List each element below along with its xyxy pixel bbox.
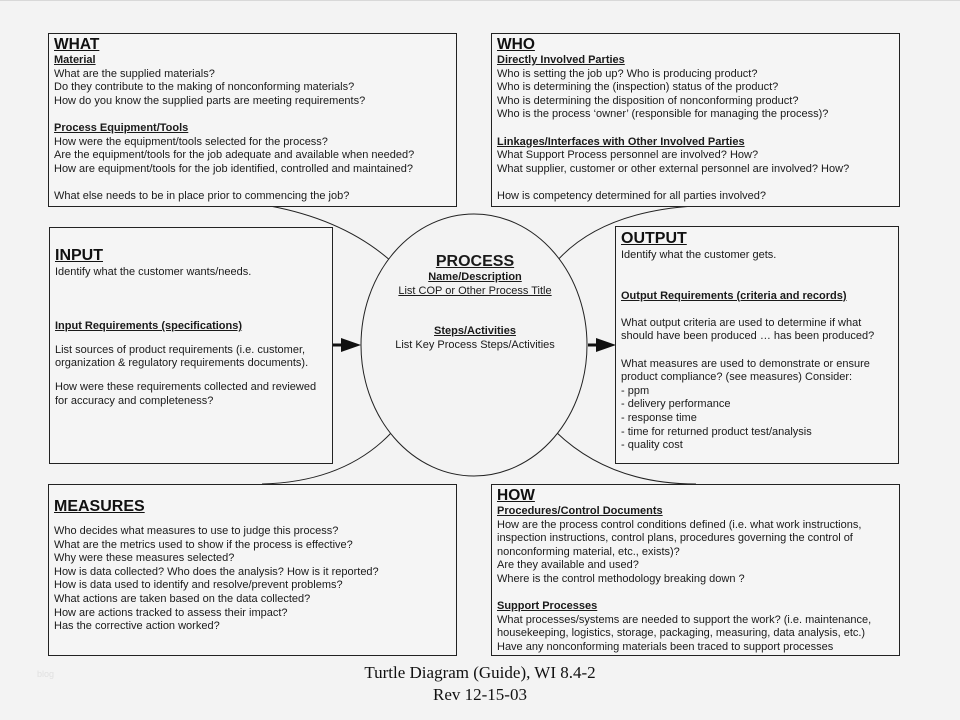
- who-line: Who is setting the job up? Who is produc…: [497, 67, 758, 80]
- how-line: Have any nonconforming materials been tr…: [497, 640, 834, 653]
- input-arrow-icon: [331, 338, 361, 352]
- what-line: How were the equipment/tools selected fo…: [54, 135, 328, 148]
- connector-process-measures: [261, 431, 393, 485]
- how-box: HOW Procedures/Control Documents How are…: [491, 484, 900, 656]
- process-center: PROCESS Name/Description List COP or Oth…: [362, 213, 588, 476]
- measures-line: Who decides what measures to use to judg…: [54, 525, 339, 537]
- input-requirements-heading: Input Requirements (specifications): [55, 320, 243, 333]
- output-bullet: - quality cost: [621, 439, 683, 452]
- process-steps-text: List Key Process Steps/Activities: [395, 338, 555, 351]
- measures-line: How is data used to identify and resolve…: [54, 579, 343, 592]
- measures-line: Has the corrective action worked?: [54, 620, 220, 633]
- input-intro: Identify what the customer wants/needs.: [55, 266, 252, 278]
- output-paragraph: What output criteria are used to determi…: [621, 316, 875, 343]
- connector-who-process: [555, 205, 695, 263]
- process-steps-heading: Steps/Activities: [434, 325, 516, 337]
- who-line: Who is determining the disposition of no…: [497, 94, 799, 107]
- who-line: What supplier, customer or other externa…: [497, 162, 850, 175]
- input-paragraph: List sources of product requirements (i.…: [55, 343, 309, 370]
- output-bullet: - response time: [621, 411, 697, 424]
- connector-what-process: [269, 205, 393, 263]
- how-line: housekeeping, logistics, storage, packag…: [497, 627, 866, 640]
- output-paragraph: What measures are used to demonstrate or…: [621, 357, 870, 384]
- output-bullet: - delivery performance: [621, 398, 731, 411]
- who-closing: How is competency determined for all par…: [497, 189, 767, 202]
- measures-line: How are actions tracked to assess their …: [54, 606, 288, 619]
- output-title: OUTPUT: [621, 230, 687, 247]
- measures-line: Why were these measures selected?: [54, 552, 235, 565]
- what-line: Do they contribute to the making of nonc…: [54, 81, 355, 94]
- what-line: What are the supplied materials?: [54, 67, 215, 80]
- how-procedures-heading: Procedures/Control Documents: [497, 505, 663, 517]
- caption-title: Turtle Diagram (Guide), WI 8.4-2: [364, 663, 596, 682]
- measures-line: How is data collected? Who does the anal…: [54, 565, 379, 578]
- who-line: Who is the process ‘owner’ (responsible …: [497, 108, 829, 121]
- what-material-heading: Material: [54, 54, 96, 66]
- measures-title: MEASURES: [54, 498, 145, 515]
- how-line: How are the process control conditions d…: [497, 518, 862, 531]
- how-line: Are they available and used?: [497, 559, 639, 572]
- process-title: PROCESS: [435, 253, 515, 270]
- input-box: INPUT Identify what the customer wants/n…: [49, 227, 333, 464]
- who-title: WHO: [497, 36, 535, 53]
- process-name-heading: Name/Description: [428, 271, 522, 283]
- how-title: HOW: [497, 487, 535, 504]
- how-line: nonconforming material, etc., exists)?: [497, 545, 680, 558]
- output-box: OUTPUT Identify what the customer gets. …: [615, 226, 899, 464]
- watermark-text: blog: [37, 669, 55, 679]
- input-paragraph: How were these requirements collected an…: [55, 380, 317, 407]
- what-line: How are equipment/tools for the job iden…: [54, 162, 413, 175]
- what-line: Are the equipment/tools for the job adeq…: [54, 149, 415, 162]
- who-line: Who is determining the (inspection) stat…: [497, 81, 779, 94]
- measures-line: What actions are taken based on the data…: [54, 592, 311, 605]
- how-line: inspection instructions, control plans, …: [497, 532, 853, 545]
- output-bullet: - time for returned product test/analysi…: [621, 425, 812, 438]
- output-arrow-icon: [588, 338, 616, 352]
- what-title: WHAT: [54, 36, 100, 53]
- caption-revision: Rev 12-15-03: [433, 685, 527, 704]
- input-title: INPUT: [55, 247, 103, 264]
- output-intro: Identify what the customer gets.: [621, 249, 777, 261]
- output-bullet: - ppm: [621, 384, 650, 397]
- measures-box: MEASURES Who decides what measures to us…: [48, 484, 457, 656]
- top-border-line: [0, 0, 960, 1]
- connector-process-how: [555, 431, 697, 485]
- who-direct-heading: Directly Involved Parties: [497, 54, 625, 66]
- measures-line: What are the metrics used to show if the…: [54, 538, 353, 551]
- what-line: How do you know the supplied parts are m…: [54, 94, 366, 107]
- who-line: What Support Process personnel are invol…: [497, 149, 759, 162]
- process-name-text: List COP or Other Process Title: [398, 284, 552, 297]
- output-requirements-heading: Output Requirements (criteria and record…: [621, 289, 847, 302]
- who-linkages-heading: Linkages/Interfaces with Other Involved …: [497, 135, 745, 148]
- who-box: WHO Directly Involved Parties Who is set…: [491, 33, 900, 207]
- how-support-heading: Support Processes: [497, 600, 598, 613]
- what-equipment-heading: Process Equipment/Tools: [54, 121, 189, 134]
- what-box: WHAT Material What are the supplied mate…: [48, 33, 457, 207]
- how-line: Where is the control methodology breakin…: [497, 572, 745, 585]
- how-line: What processes/systems are needed to sup…: [497, 613, 872, 626]
- what-closing: What else needs to be in place prior to …: [54, 189, 350, 202]
